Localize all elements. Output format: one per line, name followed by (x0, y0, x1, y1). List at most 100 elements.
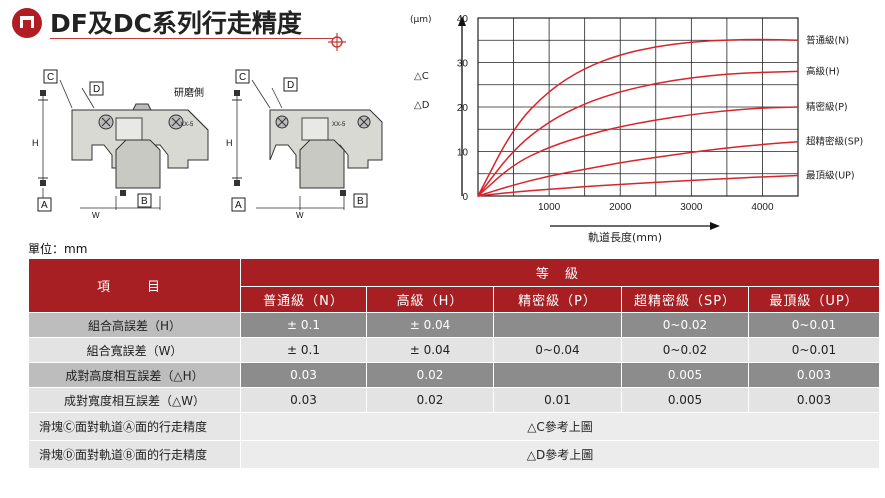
x-tick-label: 2000 (609, 202, 632, 213)
label-a-left: A (41, 200, 48, 211)
table-cell: 0.02 (366, 362, 494, 388)
brand-logo (12, 8, 42, 38)
diagram-left (38, 79, 209, 210)
x-axis-arrowhead (710, 222, 720, 230)
y-axis-arrowhead (458, 16, 466, 26)
legend-label: 普通級(N) (806, 34, 849, 46)
table-cell: 0.02 (366, 387, 494, 413)
accuracy-chart: 1000200030004000010203040 普通級(N)高級(H)精密級… (410, 14, 863, 244)
table-cell (493, 362, 622, 388)
label-box-d-left (89, 81, 104, 96)
table-row: 成對寬度相互誤差（△W） 0.03 0.02 0.01 0.005 0.003 (28, 387, 880, 413)
row-label: 滑塊Ⓓ面對軌道Ⓑ面的行走精度 (28, 440, 241, 469)
label-c-left: C (47, 72, 54, 83)
y-tick-label: 10 (457, 148, 469, 159)
label-a-right: A (235, 200, 242, 211)
chart-grid (477, 17, 799, 197)
table-cell: △D參考上圖 (240, 440, 880, 469)
table-cell: ± 0.04 (366, 337, 494, 363)
y-tick-label: 30 (457, 59, 469, 70)
label-w-right: W (296, 211, 304, 220)
label-d-right: D (287, 80, 294, 91)
header-grade: 等 級 (240, 258, 880, 287)
table-row: 組合高誤差（H） ± 0.1 ± 0.04 0~0.02 0~0.01 (28, 312, 880, 338)
label-box-c-right (235, 69, 250, 84)
table-row: 組合寬誤差（W） ± 0.1 ± 0.04 0~0.04 0~0.02 0~0.… (28, 337, 880, 363)
table-row: 成對高度相互誤差（△H） 0.03 0.02 0.005 0.003 (28, 362, 880, 388)
table-cell: ± 0.1 (240, 337, 367, 363)
chart-legend: 普通級(N) 高級(H) 精密級(P) 超精密級(SP) 最頂級(UP) (806, 34, 863, 181)
table-cell: 0.005 (621, 362, 749, 388)
series-line (477, 70, 799, 197)
x-tick-label: 1000 (538, 202, 561, 213)
label-box-c-left (43, 69, 58, 84)
legend-label: 超精密級(SP) (806, 136, 863, 148)
row-label: 成對寬度相互誤差（△W） (28, 387, 241, 413)
series-line (477, 38, 799, 197)
grade-n: 普通級（N） (240, 286, 367, 313)
crosshair-icon (328, 33, 346, 51)
table-row: 滑塊Ⓒ面對軌道Ⓐ面的行走精度 △C參考上圖 (28, 412, 880, 441)
table-cell: 0~0.01 (748, 337, 880, 363)
marking-right: XX-5 (332, 122, 346, 128)
label-b-right: B (357, 196, 364, 207)
row-label: 組合高誤差（H） (28, 312, 241, 338)
series-line (477, 106, 799, 197)
table-cell: 0~0.02 (621, 312, 749, 338)
legend-label: 精密級(P) (806, 101, 848, 113)
series-line (477, 140, 799, 197)
diagram-right (232, 79, 383, 210)
grade-sp: 超精密級（SP） (621, 286, 749, 313)
label-w-left: W (92, 211, 100, 220)
legend-label: 最頂級(UP) (806, 170, 855, 182)
y-axis-label-delta-d: △D (414, 100, 430, 111)
table-row: 滑塊Ⓓ面對軌道Ⓑ面的行走精度 △D參考上圖 (28, 440, 880, 469)
row-label: 滑塊Ⓒ面對軌道Ⓐ面的行走精度 (28, 412, 241, 441)
grade-up: 最頂級（UP） (748, 286, 880, 313)
legend-label: 高級(H) (806, 65, 840, 77)
table-cell: 0.03 (240, 362, 367, 388)
label-box-a-right (231, 197, 246, 212)
y-tick-label: 20 (457, 103, 469, 114)
chart-series (477, 38, 799, 197)
label-c-right: C (239, 72, 246, 83)
table-cell: 0.005 (621, 387, 749, 413)
grinding-side-label: 研磨側 (174, 86, 204, 99)
y-axis-label-delta-c: △C (414, 71, 429, 82)
page-title: DF及DC系列行走精度 (50, 9, 302, 38)
title-underline (50, 38, 333, 39)
rail-diagrams: C D H A W B 研磨側 XX-5 C D H A W B XX-5 (32, 69, 383, 220)
table-cell: ± 0.04 (366, 312, 494, 338)
label-box-a-left (37, 197, 52, 212)
label-d-left: D (93, 84, 100, 95)
table-cell: 0~0.02 (621, 337, 749, 363)
accuracy-table: 項 目 等 級 普通級（N） 高級（H） 精密級（P） 超精密級（SP） 最頂級… (28, 258, 880, 469)
chart-axes: (μm) △C △D 軌道長度(mm) (410, 15, 720, 244)
series-line (477, 174, 799, 197)
label-h-left: H (32, 138, 39, 148)
x-tick-label: 3000 (680, 202, 703, 213)
table-cell (493, 312, 622, 338)
table-cell: 0~0.04 (493, 337, 622, 363)
table-cell: 0.01 (493, 387, 622, 413)
y-tick-label: 0 (462, 192, 468, 203)
label-box-b-right (353, 193, 368, 208)
header-item: 項 目 (28, 258, 241, 313)
label-h-right: H (226, 138, 233, 148)
label-b-left: B (141, 196, 148, 207)
grade-h: 高級（H） (366, 286, 494, 313)
table-cell: △C參考上圖 (240, 412, 880, 441)
row-label: 組合寬誤差（W） (28, 337, 241, 363)
label-box-d-right (283, 77, 298, 92)
table-cell: 0~0.01 (748, 312, 880, 338)
row-label: 成對高度相互誤差（△H） (28, 362, 241, 388)
label-box-b-left (137, 193, 152, 208)
x-axis-label: 軌道長度(mm) (588, 230, 662, 244)
unit-label: 單位：mm (28, 242, 88, 256)
x-tick-label: 4000 (751, 202, 774, 213)
marking-left: XX-5 (180, 122, 194, 128)
table-cell: 0.003 (748, 362, 880, 388)
table-cell: ± 0.1 (240, 312, 367, 338)
y-axis-unit: (μm) (410, 15, 432, 25)
table-cell: 0.003 (748, 387, 880, 413)
